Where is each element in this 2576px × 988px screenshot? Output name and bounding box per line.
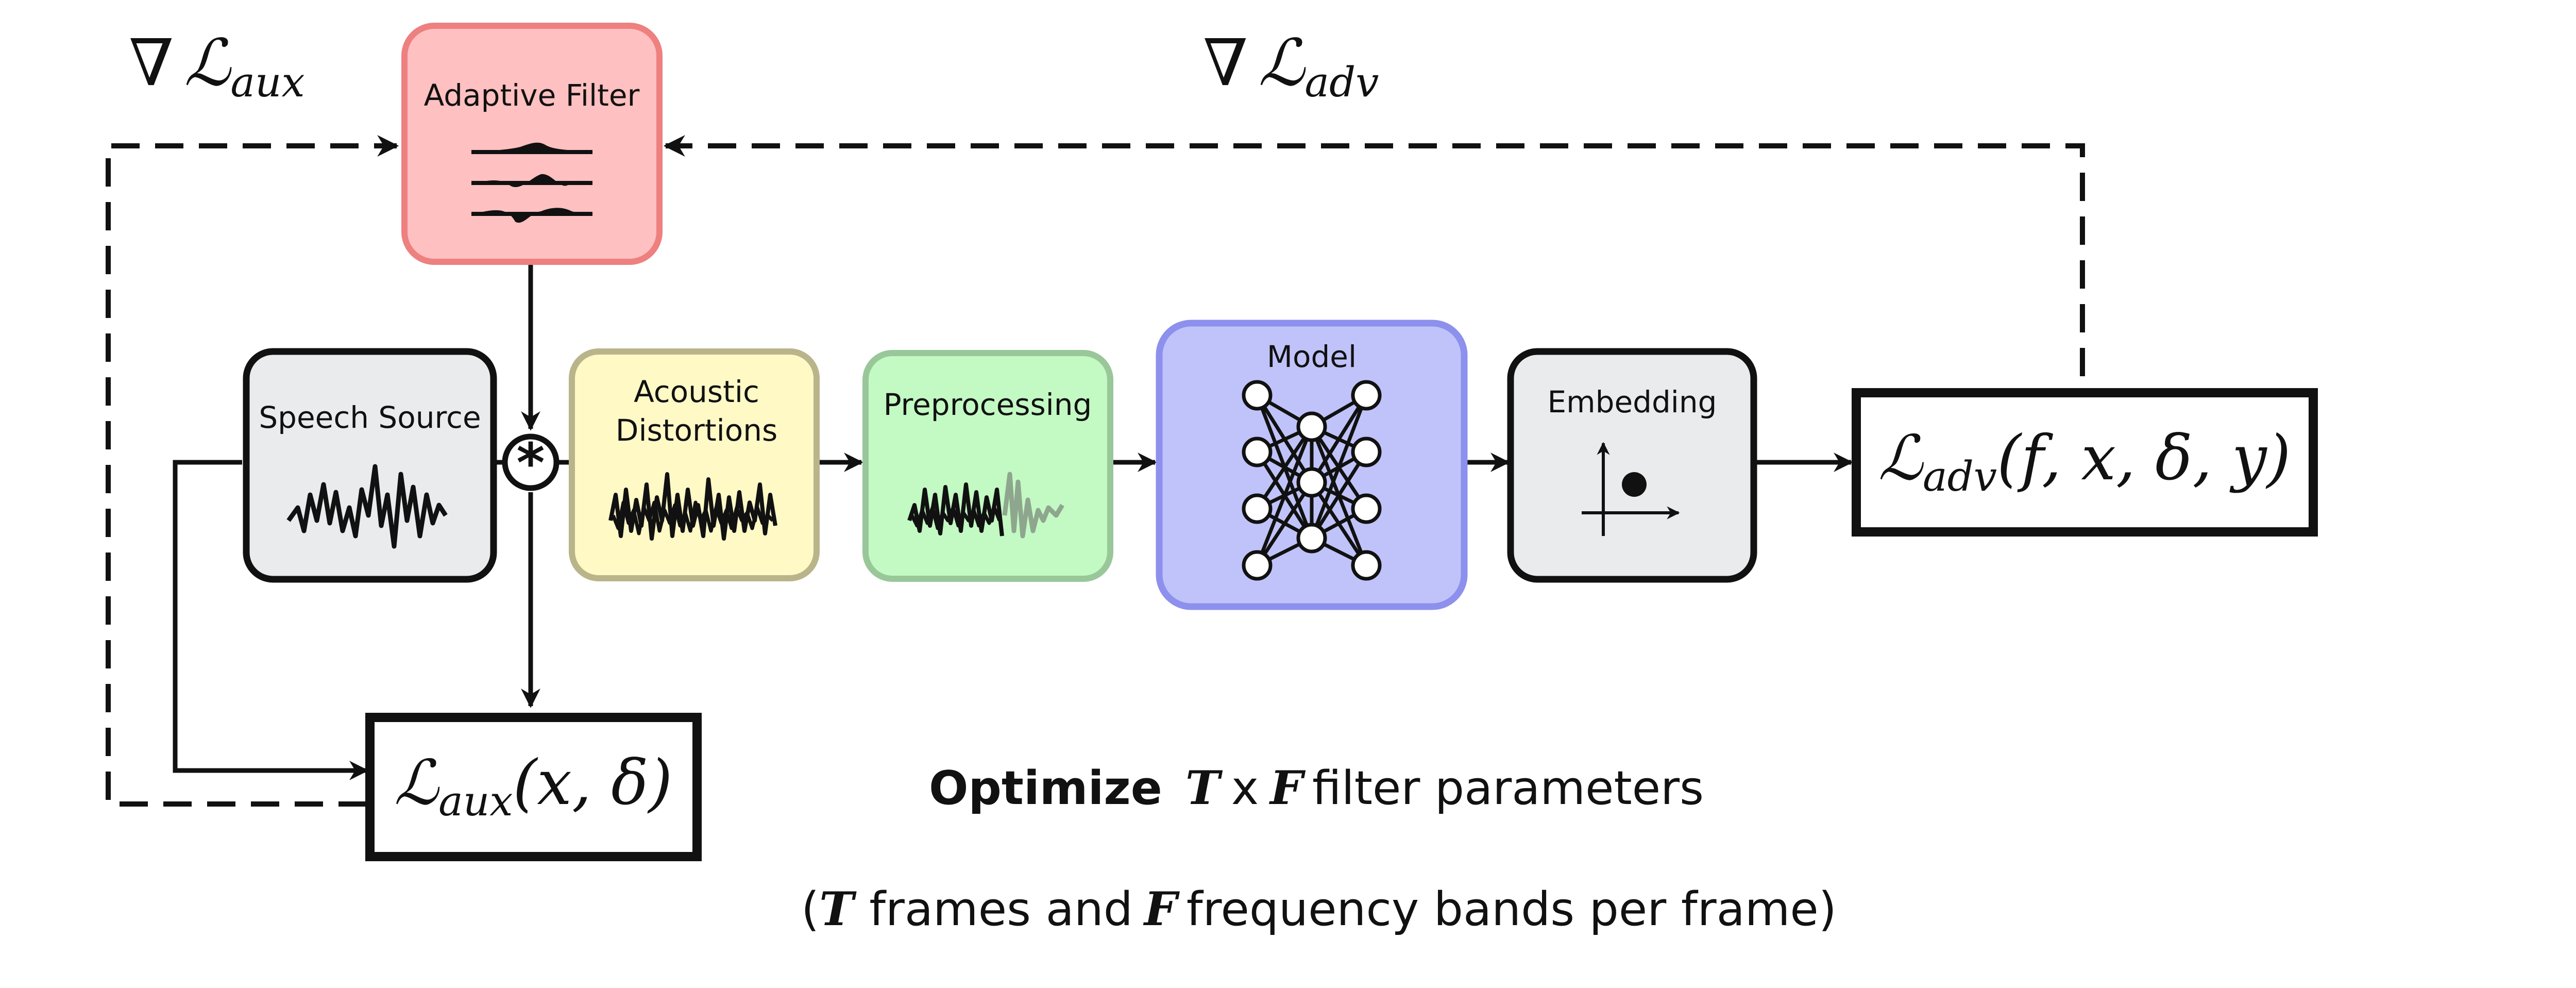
processed-waveform-icon	[907, 482, 1004, 537]
acoustic-distortions-label-2: Distortions	[616, 413, 777, 448]
acoustic-distortions-label-1: Acoustic	[634, 374, 759, 409]
acoustic-distortions-block: Acoustic Distortions	[569, 348, 820, 581]
neural-network-nodes	[1242, 380, 1382, 581]
speech-source-block: Speech Source	[243, 348, 497, 583]
preprocessing-label: Preprocessing	[884, 387, 1092, 422]
faded-waveform-icon	[1002, 472, 1064, 539]
aux-loss-block: ℒaux(x, δ)	[365, 713, 702, 861]
filter-bands-icon	[471, 142, 592, 223]
grad-adv-dashed-arrow	[663, 135, 2085, 376]
convolution-symbol: *	[517, 432, 545, 495]
embedding-box	[1507, 348, 1757, 583]
speech-source-label: Speech Source	[259, 400, 481, 435]
aux-loss-formula: ℒaux(x, δ)	[394, 747, 673, 825]
model-block: Model	[1156, 320, 1468, 610]
preprocessing-block: Preprocessing	[862, 350, 1113, 582]
waveform-icon	[286, 464, 448, 549]
adv-loss-block: ℒadv(f, x, δ, y)	[1852, 388, 2318, 537]
adaptive-filter-block: Adaptive Filter	[401, 23, 663, 265]
adv-loss-formula: ℒadv(f, x, δ, y)	[1878, 423, 2291, 500]
grad-aux-label: ∇ℒaux	[129, 26, 305, 106]
embedding-point	[1622, 472, 1647, 497]
speech-source-box	[243, 348, 497, 583]
convolution-node: *	[502, 432, 560, 495]
source-to-aux-loss-arrow	[173, 460, 369, 780]
adv-loss-box	[1852, 388, 2318, 537]
adaptive-filter-label: Adaptive Filter	[424, 78, 640, 113]
embedding-label: Embedding	[1548, 384, 1717, 420]
model-label: Model	[1267, 339, 1357, 374]
embedding-axes-icon	[1582, 442, 1680, 536]
grad-adv-label: ∇ℒadv	[1203, 26, 1379, 106]
aux-loss-box	[365, 713, 702, 861]
grad-aux-dashed-arrow	[106, 135, 399, 807]
embedding-block: Embedding	[1507, 348, 1757, 583]
